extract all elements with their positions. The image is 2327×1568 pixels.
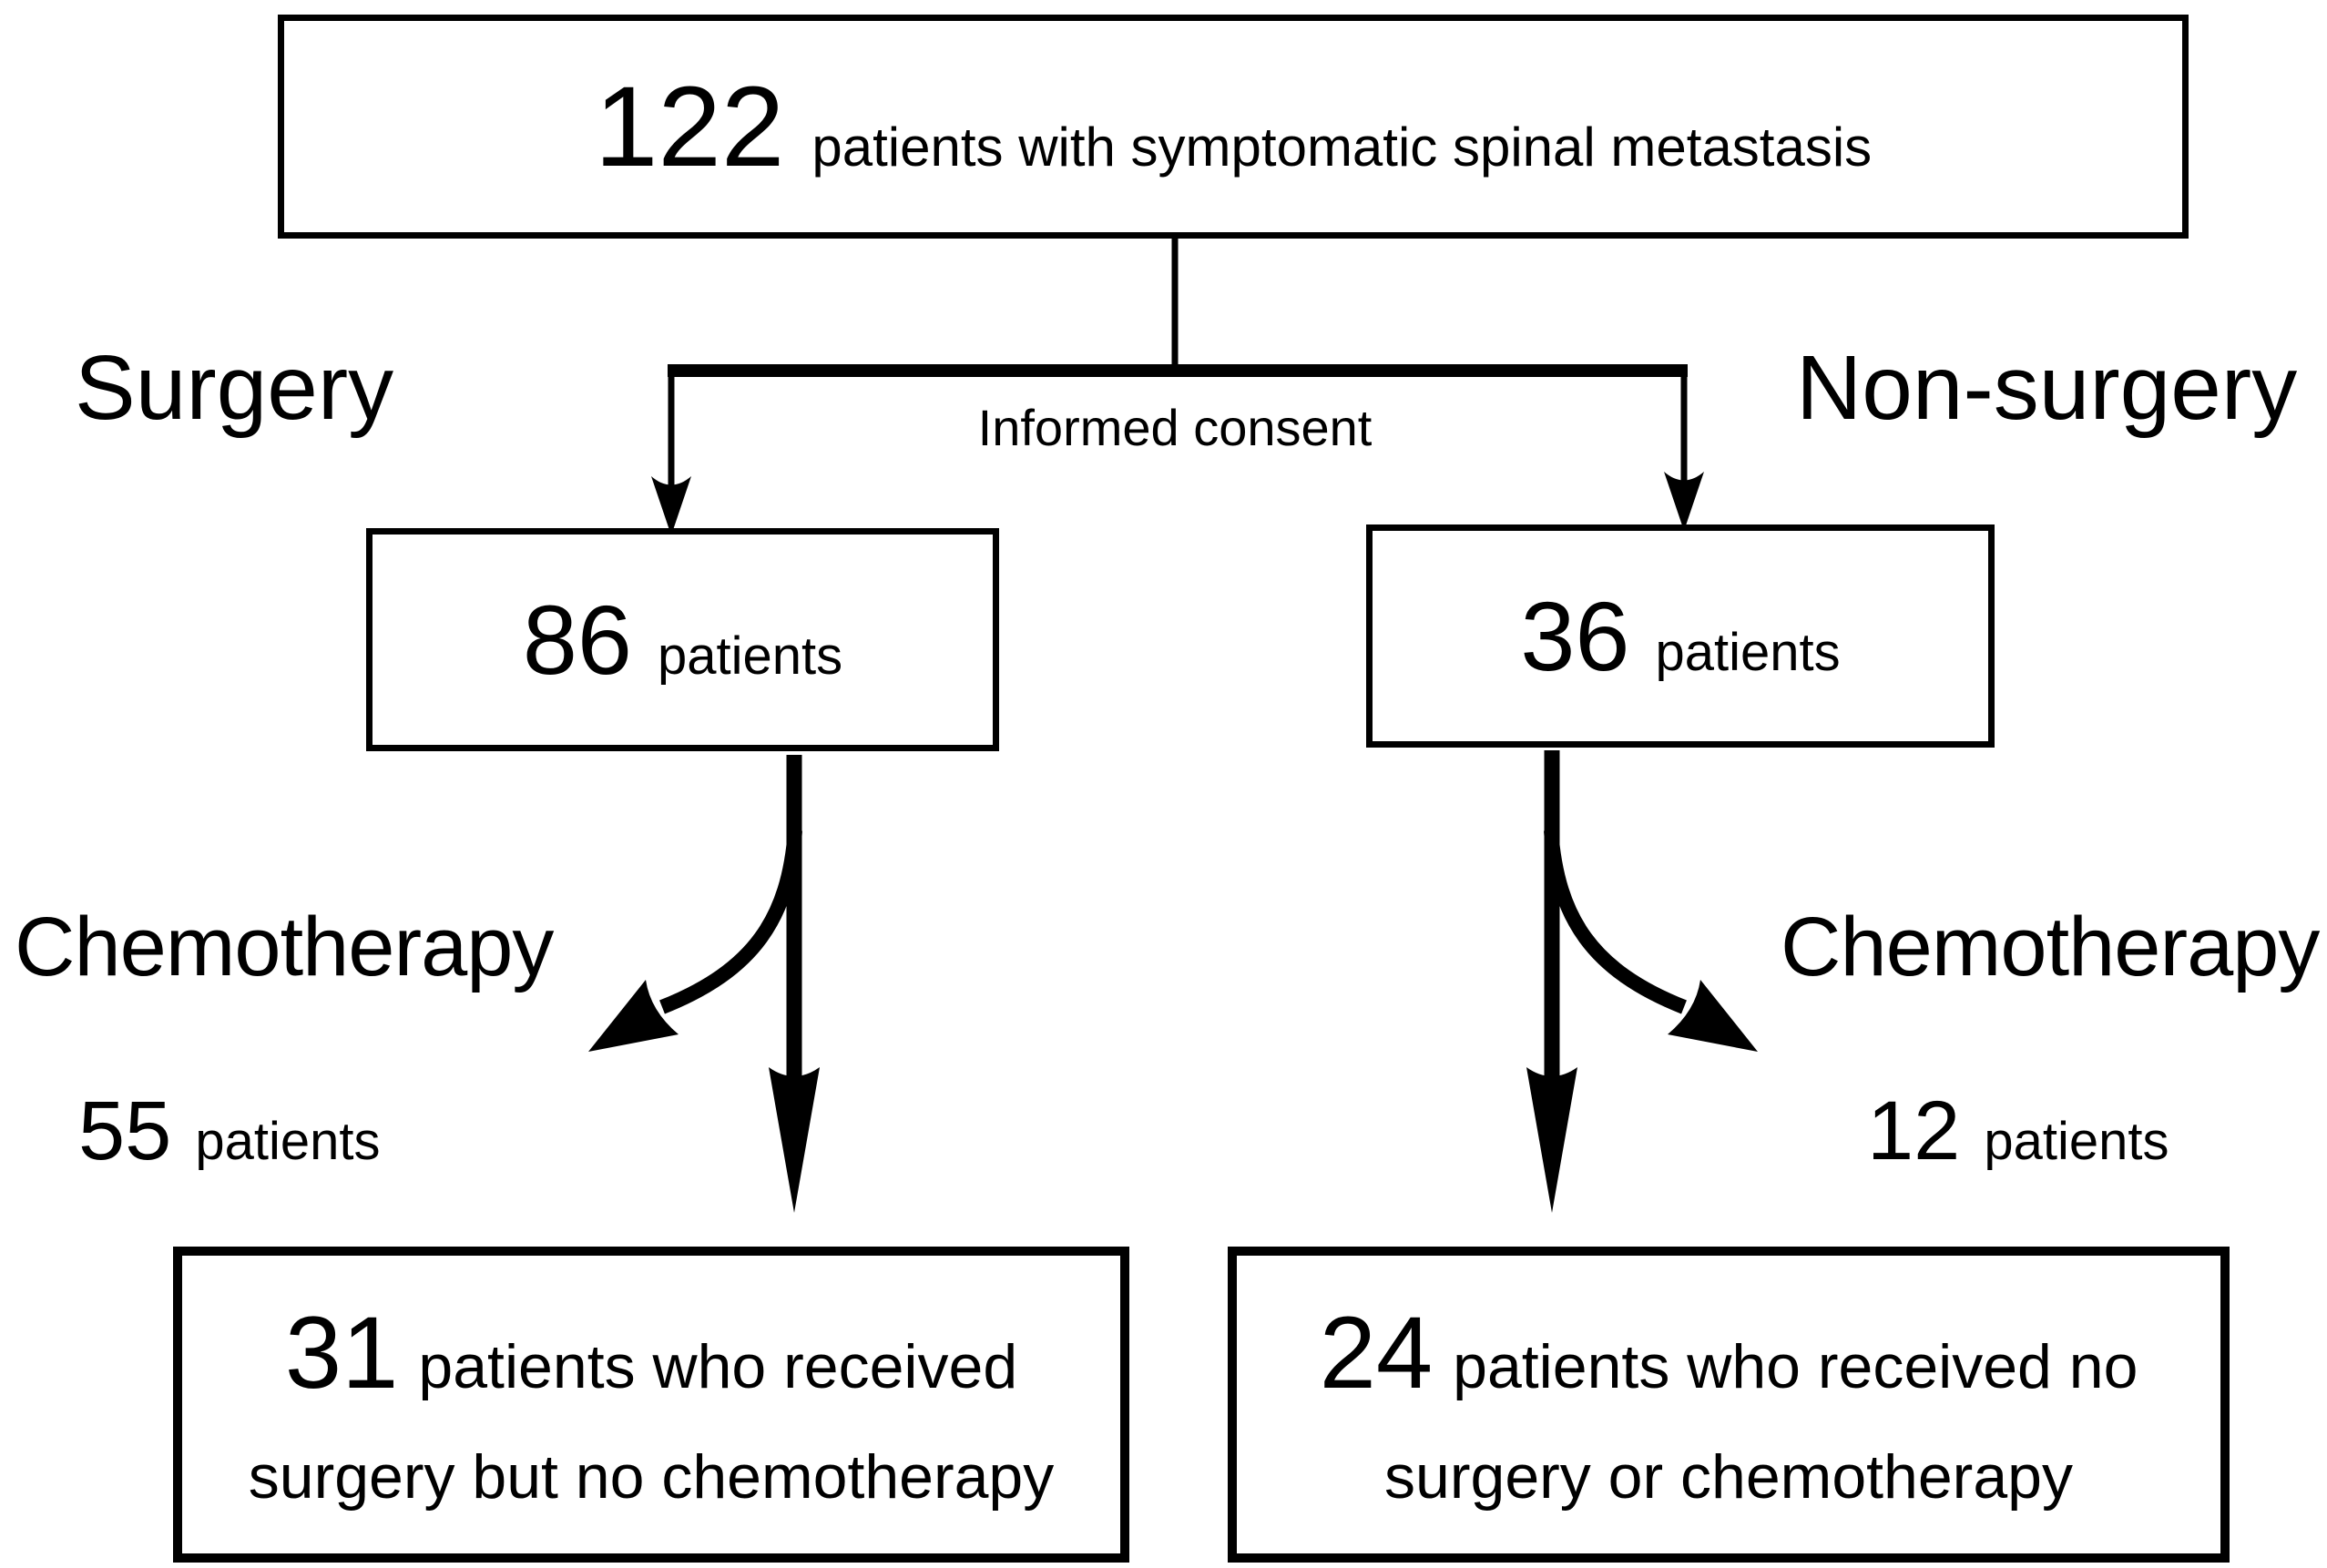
nonsurgery-chemo-unit: patients — [1984, 1112, 2169, 1171]
no-treatment-box: 24 patients who received no surgery or c… — [1228, 1247, 2230, 1563]
nonsurgery-down-arrowhead — [1526, 1067, 1577, 1213]
surgery-no-chemo-number: 31 — [284, 1295, 399, 1410]
total-patients-line: 122 patients with symptomatic spinal met… — [595, 70, 1872, 184]
surgery-patients-box: 86 patients — [366, 528, 999, 751]
nonsurgery-chemo-arrowhead — [1668, 980, 1758, 1052]
nonsurgery-chemo-curve — [1544, 830, 1687, 1014]
nonsurgery-chemo-label: Chemotherapy — [1781, 901, 2320, 993]
surgery-chemo-unit: patients — [195, 1112, 381, 1171]
surgery-branch-arrowhead — [651, 476, 691, 535]
nonsurgery-patients-label: patients — [1655, 622, 1841, 682]
surgery-down-arrowhead — [769, 1067, 820, 1213]
surgery-patients-number: 86 — [522, 584, 632, 695]
surgery-patients-line: 86 patients — [522, 584, 843, 695]
total-patients-number: 122 — [594, 63, 785, 190]
surgery-chemo-arrowhead — [588, 980, 679, 1052]
surgery-patients-label: patients — [657, 626, 843, 686]
nonsurgery-chemo-number: 12 — [1867, 1084, 1961, 1177]
no-treatment-label2: surgery or chemotherapy — [1384, 1441, 2073, 1512]
surgery-no-chemo-label2: surgery but no chemotherapy — [248, 1441, 1055, 1512]
surgery-chemo-curve — [659, 830, 802, 1014]
surgery-no-chemo-line1: 31 patients who received — [284, 1295, 1018, 1410]
nonsurgery-branch-arrowhead — [1664, 472, 1704, 531]
nonsurgery-patients-box: 36 patients — [1366, 524, 1995, 748]
informed-consent-label: Informed consent — [977, 399, 1373, 456]
nonsurgery-branch-label: Non-surgery — [1796, 337, 2298, 439]
surgery-chemo-label: Chemotherapy — [15, 901, 554, 993]
total-patients-box: 122 patients with symptomatic spinal met… — [278, 15, 2189, 239]
surgery-no-chemo-label1: patients who received — [418, 1331, 1018, 1401]
total-patients-label: patients with symptomatic spinal metasta… — [811, 116, 1873, 178]
surgery-branch-label: Surgery — [75, 337, 394, 439]
nonsurgery-chemo-count: 12 patients — [1867, 1089, 2169, 1173]
no-treatment-number: 24 — [1319, 1295, 1434, 1410]
no-treatment-line1: 24 patients who received no — [1319, 1295, 2138, 1410]
nonsurgery-patients-line: 36 patients — [1520, 580, 1841, 691]
surgery-no-chemo-box: 31 patients who received surgery but no … — [173, 1247, 1129, 1563]
surgery-chemo-number: 55 — [78, 1084, 172, 1177]
surgery-chemo-count: 55 patients — [78, 1089, 381, 1173]
no-treatment-label1: patients who received no — [1453, 1331, 2138, 1401]
nonsurgery-patients-number: 36 — [1520, 580, 1630, 691]
